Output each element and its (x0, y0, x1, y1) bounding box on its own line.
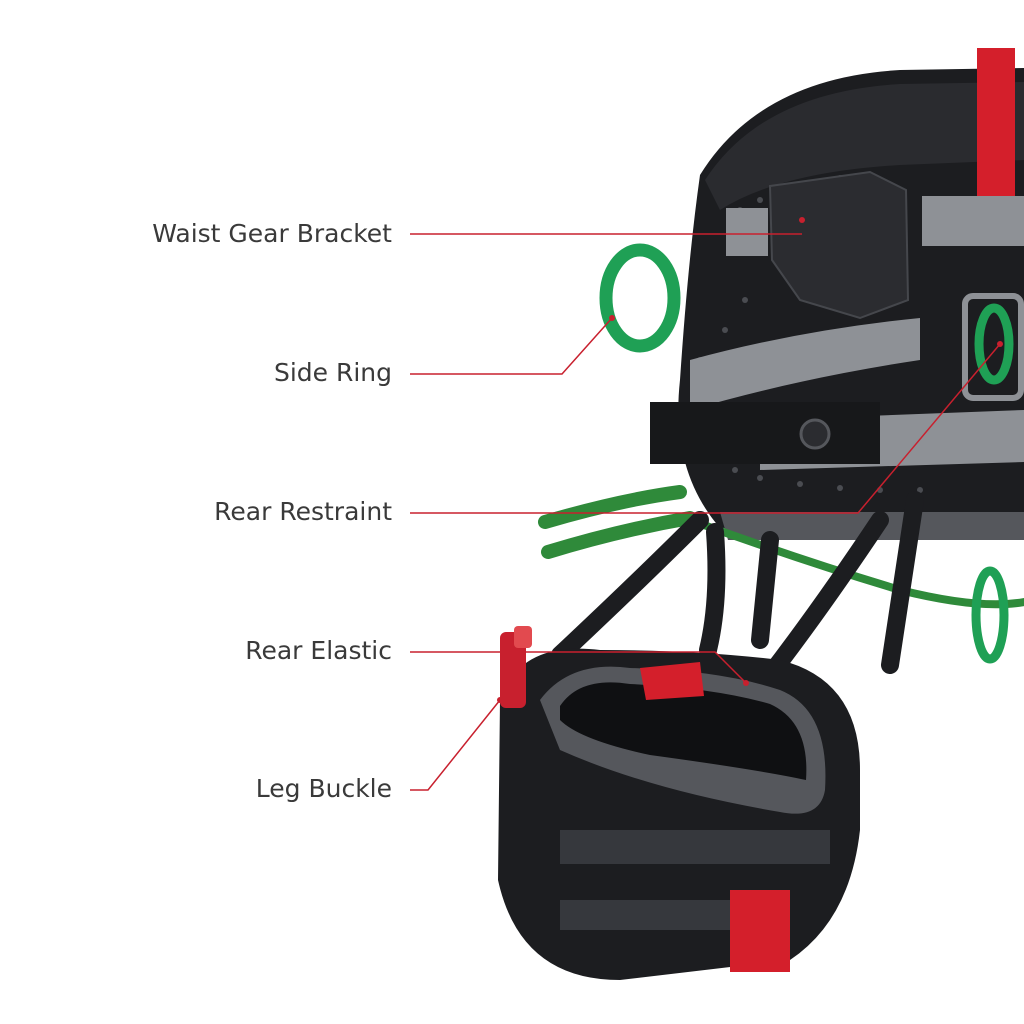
leader-side-ring (410, 317, 613, 375)
leg-loop (498, 648, 860, 980)
label-waist-gear-bracket: Waist Gear Bracket (152, 219, 392, 248)
leader-rear-elastic (410, 651, 747, 684)
top-red-strap (977, 48, 1015, 196)
label-side-ring: Side Ring (273, 358, 392, 387)
side-ring (599, 243, 681, 353)
leader-leg-buckle (410, 699, 501, 791)
rear-ring (974, 303, 1014, 385)
strap-rivet (799, 418, 831, 450)
label-rear-restraint: Rear Restraint (214, 497, 392, 526)
leader-lines (410, 217, 1003, 791)
lower-belt-strap (650, 402, 880, 464)
label-rear-elastic: Rear Elastic (245, 636, 392, 665)
leader-rear-restraint (410, 343, 1001, 514)
rear-restraint-frame (962, 293, 1024, 401)
leg-buckle (500, 626, 532, 708)
label-leg-buckle: Leg Buckle (255, 774, 392, 803)
gear-bracket-plate (768, 170, 910, 320)
lower-ring (971, 566, 1009, 664)
